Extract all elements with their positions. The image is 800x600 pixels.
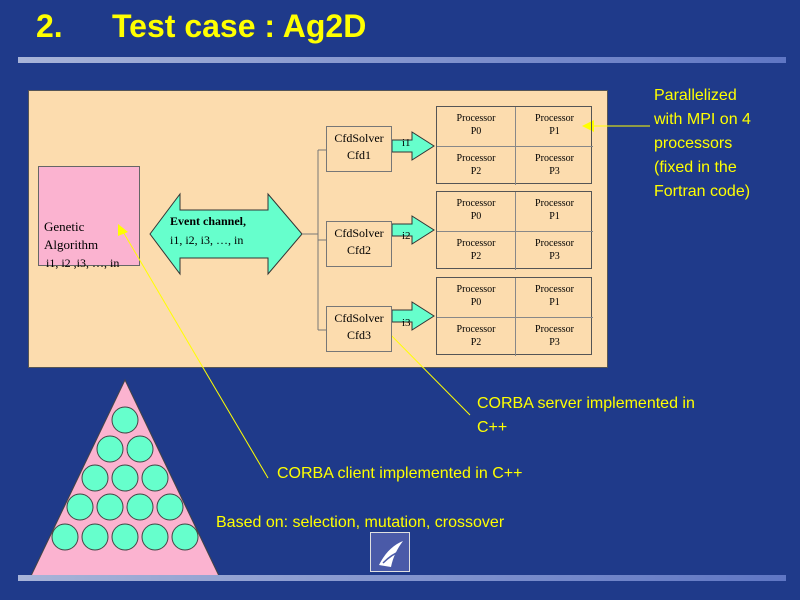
solver-index-label: i3 (402, 317, 411, 329)
solver-index-label: i2 (402, 230, 411, 242)
mpi-note: Parallelized with MPI on 4 processors (f… (654, 87, 751, 200)
event-channel-params: i1, i2, i3, …, in (170, 233, 244, 247)
cfd-solver-3: CfdSolver Cfd3 (326, 306, 392, 352)
genetic-params: i1, i2 ,i3, …, in (46, 256, 120, 270)
corba-client-note: CORBA client implemented in C++ (277, 465, 523, 482)
cfd-solver-2: CfdSolver Cfd2 (326, 221, 392, 267)
slide-title: Test case : Ag2D (112, 8, 367, 44)
cfd-solver-name: CfdSolver (334, 131, 384, 145)
event-channel-label: Event channel, (170, 214, 247, 228)
cfd-solver-name: CfdSolver (334, 311, 384, 325)
cfd3-arrow (391, 301, 435, 331)
cfd-solver-name: CfdSolver (334, 226, 384, 240)
cfd2-arrow (391, 215, 435, 245)
genetic-label-line1: Genetic (44, 219, 85, 234)
slide-number: 2. (36, 8, 63, 44)
top-divider (18, 57, 786, 63)
solver-bracket (302, 149, 326, 331)
population-pyramid (29, 378, 221, 579)
genetic-algorithm-label: Genetic Algorithm (44, 218, 98, 254)
cfd1-arrow (391, 131, 435, 161)
bottom-divider (18, 575, 786, 581)
solver-index-label: i1 (402, 137, 411, 149)
client-pointer-head (118, 224, 128, 236)
based-on-note: Based on: selection, mutation, crossover (216, 514, 505, 531)
cfd-solver-1: CfdSolver Cfd1 (326, 126, 392, 172)
genetic-algorithm-box (38, 166, 140, 266)
corba-server-note: CORBA server implemented in C++ (477, 395, 695, 436)
cfd-solver-id: Cfd1 (347, 148, 371, 162)
cfd-solver-id: Cfd2 (347, 243, 371, 257)
cfd-solver-id: Cfd3 (347, 328, 371, 342)
genetic-label-line2: Algorithm (44, 237, 99, 252)
logo-icon (370, 532, 410, 572)
